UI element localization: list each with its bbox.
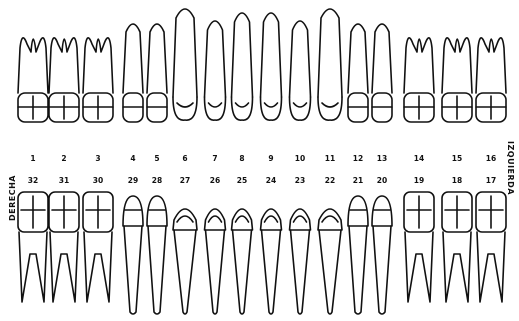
lower-tooth-number: 32 (28, 176, 38, 185)
lower-tooth-number: 19 (414, 176, 424, 185)
upper-tooth-8[interactable] (232, 13, 253, 120)
upper-tooth-number: 15 (452, 154, 462, 163)
upper-tooth-3[interactable] (83, 38, 113, 122)
upper-tooth-number: 9 (268, 154, 273, 163)
lower-tooth-number: 29 (128, 176, 138, 185)
upper-tooth-4[interactable] (123, 24, 143, 122)
upper-tooth-7[interactable] (205, 21, 226, 120)
upper-tooth-number: 16 (486, 154, 496, 163)
upper-tooth-number: 7 (212, 154, 217, 163)
lower-tooth-18[interactable] (442, 192, 472, 302)
lower-tooth-number: 17 (486, 176, 496, 185)
lower-tooth-numbers: 32 31 30 29 28 27 26 25 24 23 22 21 20 19 18 17 (28, 176, 496, 185)
lower-tooth-number: 27 (180, 176, 190, 185)
lower-tooth-number: 24 (266, 176, 276, 185)
upper-tooth-number: 5 (154, 154, 159, 163)
lower-tooth-number: 26 (210, 176, 220, 185)
upper-tooth-6[interactable] (173, 9, 197, 120)
upper-tooth-15[interactable] (442, 38, 472, 122)
upper-tooth-1[interactable] (18, 38, 48, 122)
upper-arch (18, 9, 506, 122)
lower-tooth-number: 28 (152, 176, 162, 185)
lower-tooth-32[interactable] (18, 192, 48, 302)
lower-tooth-19[interactable] (404, 192, 434, 302)
lower-tooth-17[interactable] (476, 192, 506, 302)
lower-tooth-number: 20 (377, 176, 387, 185)
upper-tooth-9[interactable] (261, 13, 282, 120)
upper-tooth-number: 2 (61, 154, 66, 163)
upper-tooth-number: 12 (353, 154, 363, 163)
lower-tooth-24[interactable] (261, 209, 282, 314)
lower-tooth-number: 25 (237, 176, 247, 185)
lower-tooth-26[interactable] (205, 209, 226, 314)
lower-tooth-21[interactable] (348, 196, 368, 314)
upper-tooth-10[interactable] (290, 21, 311, 120)
upper-tooth-number: 13 (377, 154, 387, 163)
lower-tooth-23[interactable] (290, 209, 311, 314)
upper-tooth-5[interactable] (147, 24, 167, 122)
lower-tooth-31[interactable] (49, 192, 79, 302)
lower-arch (18, 192, 506, 314)
upper-tooth-13[interactable] (372, 24, 392, 122)
upper-tooth-number: 11 (325, 154, 335, 163)
lower-tooth-22[interactable] (318, 209, 342, 314)
upper-tooth-12[interactable] (348, 24, 368, 122)
lower-tooth-27[interactable] (173, 209, 197, 314)
upper-tooth-number: 14 (414, 154, 424, 163)
lower-tooth-20[interactable] (372, 196, 392, 314)
left-side-label: IZQUIERDA (506, 141, 515, 195)
lower-tooth-number: 30 (93, 176, 103, 185)
lower-tooth-30[interactable] (83, 192, 113, 302)
upper-tooth-14[interactable] (404, 38, 434, 122)
upper-tooth-number: 8 (239, 154, 244, 163)
upper-tooth-number: 6 (182, 154, 187, 163)
right-side-label: DERECHA (8, 175, 17, 221)
lower-tooth-number: 18 (452, 176, 462, 185)
upper-tooth-number: 3 (95, 154, 100, 163)
upper-tooth-number: 4 (130, 154, 135, 163)
upper-tooth-16[interactable] (476, 38, 506, 122)
upper-tooth-11[interactable] (318, 9, 342, 120)
upper-tooth-2[interactable] (49, 38, 79, 122)
lower-tooth-29[interactable] (123, 196, 143, 314)
lower-tooth-number: 23 (295, 176, 305, 185)
upper-tooth-number: 10 (295, 154, 305, 163)
lower-tooth-number: 21 (353, 176, 363, 185)
upper-tooth-numbers: 12345678910111213141516 (30, 154, 496, 163)
lower-tooth-number: 31 (59, 176, 69, 185)
lower-tooth-28[interactable] (147, 196, 167, 314)
lower-tooth-number: 22 (325, 176, 335, 185)
upper-tooth-number: 1 (30, 154, 35, 163)
lower-tooth-25[interactable] (232, 209, 253, 314)
